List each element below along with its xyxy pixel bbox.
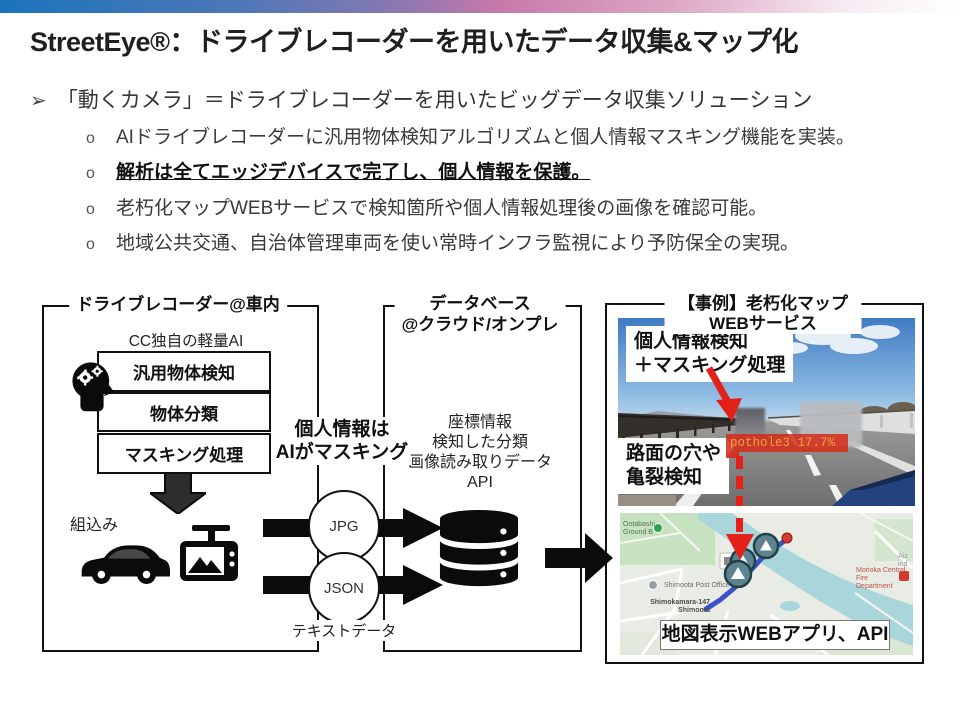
crack-callout: 路面の穴や 亀裂検知 bbox=[618, 438, 730, 494]
db-content-api: API bbox=[467, 474, 493, 491]
o-bullet-icon: o bbox=[86, 236, 95, 253]
sub-bullet-4: o 地域公共交通、自治体管理車両を使い常時インフラ監視により予防保全の実現。 bbox=[86, 228, 936, 255]
o-bullet-icon: o bbox=[86, 165, 95, 182]
sub-bullet-2-text: 解析は全てエッジデバイスで完了し、個人情報を保護。 bbox=[116, 162, 591, 183]
example-box-title: 【事例】老朽化マップWEBサービス bbox=[664, 294, 862, 334]
sub-bullet-1-text: AIドライブレコーダーに汎用物体検知アルゴリズムと個人情報マスキング機能を実装。 bbox=[116, 127, 855, 148]
database-icon bbox=[439, 509, 519, 587]
masking-note-line2: AIがマスキング bbox=[275, 442, 409, 463]
database-title-line2: @クラウド/オンプレ bbox=[401, 315, 559, 334]
map-label-aiz: Aiz ind bbox=[898, 553, 908, 569]
masking-note-line1: 個人情報は bbox=[294, 419, 390, 440]
red-dashed-arrow bbox=[726, 456, 754, 560]
main-bullet: ➢ 「動くカメラ」＝ドライブレコーダーを用いたビッグデータ収集ソリューション bbox=[30, 84, 940, 114]
db-content-imagedata: 画像読み取りデータ bbox=[407, 454, 553, 471]
map-caption: 地図表示WEBアプリ、API bbox=[660, 620, 890, 650]
car-icon bbox=[81, 545, 170, 584]
ai-brain-icon bbox=[72, 362, 114, 412]
database-contents: 座標情報 検知した分類 画像読み取りデータ API bbox=[408, 413, 552, 493]
sub-bullet-1: o AIドライブレコーダーに汎用物体検知アルゴリズムと個人情報マスキング機能を実装… bbox=[86, 122, 936, 149]
json-label: JSON bbox=[323, 579, 364, 597]
lightweight-ai-label: CC独自の軽量AI bbox=[128, 333, 244, 350]
o-bullet-icon: o bbox=[86, 201, 95, 218]
down-arrow-icon bbox=[150, 472, 206, 514]
map-label-postoffice: Shimoota Post Office bbox=[664, 582, 730, 589]
sub-bullet-3: o 老朽化マップWEBサービスで検知箇所や個人情報処理後の画像を確認可能。 bbox=[86, 193, 936, 220]
crack-callout-line2: 亀裂検知 bbox=[626, 467, 703, 488]
crack-callout-line1: 路面の穴や bbox=[626, 443, 722, 464]
detection-tag-mini bbox=[726, 452, 739, 458]
embedded-label: 組込み bbox=[70, 517, 119, 534]
db-to-map-arrow bbox=[545, 533, 613, 583]
step-object-classification: 物体分類 bbox=[97, 392, 271, 432]
recorder-box-title: ドライブレコーダー@車内 bbox=[69, 295, 287, 315]
red-arrow-icon bbox=[705, 366, 742, 422]
arrow-bullet-icon: ➢ bbox=[30, 90, 47, 112]
database-title-line1: データベース bbox=[429, 294, 531, 313]
db-content-coords: 座標情報 bbox=[447, 414, 513, 431]
map-label-shimokamara: Shimokamara-147 Shimoota bbox=[650, 599, 710, 615]
map-view: Ootabashi Ground B Shimoota Post Office … bbox=[620, 513, 913, 655]
db-content-classes: 検知した分類 bbox=[431, 434, 529, 451]
masking-callout-line2: ＋マスキング処理 bbox=[634, 355, 786, 376]
detection-tag: pothole3 17.7% bbox=[726, 434, 848, 452]
sub-bullet-2: o 解析は全てエッジデバイスで完了し、個人情報を保護。 bbox=[86, 157, 936, 184]
masking-note: 個人情報は AIがマスキング bbox=[272, 417, 412, 465]
step-object-detection: 汎用物体検知 bbox=[97, 351, 271, 392]
dashcam-icon bbox=[180, 525, 238, 581]
text-data-label: テキストデータ bbox=[287, 620, 401, 641]
database-box-title: データベース @クラウド/オンプレ bbox=[394, 293, 566, 335]
jpg-label: JPG bbox=[329, 517, 359, 535]
o-bullet-icon: o bbox=[86, 130, 95, 147]
map-label-firedept: Morioka Central Fire Department bbox=[856, 567, 906, 591]
step-masking: マスキング処理 bbox=[97, 433, 271, 474]
page-title: StreetEye®：ドライブレコーダーを用いたデータ収集&マップ化 bbox=[30, 27, 798, 57]
json-badge: JSON bbox=[308, 552, 380, 624]
road-photo: 個人情報検知 ＋マスキング処理 路面の穴や 亀裂検知 pothole3 17.7… bbox=[617, 318, 919, 506]
sub-bullet-3-text: 老朽化マップWEBサービスで検知箇所や個人情報処理後の画像を確認可能。 bbox=[116, 198, 768, 219]
map-label-ground: Ootabashi Ground B bbox=[623, 521, 655, 537]
masking-callout-line1: 個人情報検知 bbox=[634, 331, 749, 352]
main-bullet-text: 「動くカメラ」＝ドライブレコーダーを用いたビッグデータ収集ソリューション bbox=[56, 89, 813, 112]
gradient-accent-bar bbox=[0, 0, 960, 13]
sub-bullet-4-text: 地域公共交通、自治体管理車両を使い常時インフラ監視により予防保全の実現。 bbox=[116, 233, 800, 254]
